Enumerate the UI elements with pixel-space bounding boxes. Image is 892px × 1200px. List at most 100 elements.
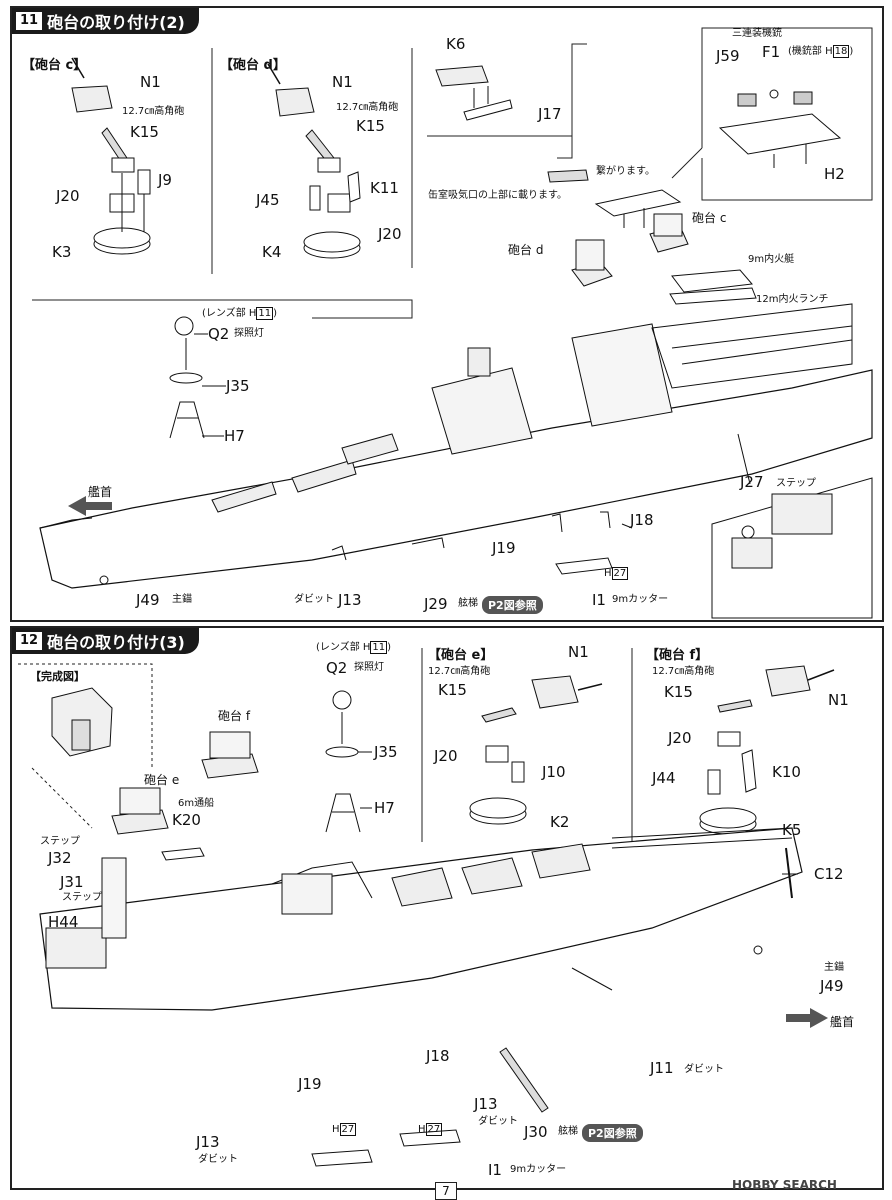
funnel-note: 缶室吸気口の上部に載ります。 xyxy=(428,190,567,201)
q2-desc: 探照灯 xyxy=(234,328,264,339)
step-number: 12 xyxy=(16,632,43,650)
group-c-label: 【砲台 c】 xyxy=(22,58,87,73)
j29-desc: 舷梯 xyxy=(458,598,478,609)
mount-d-label: 砲台 d xyxy=(508,243,544,257)
anchor-desc: 主錨 xyxy=(824,962,844,973)
page-number: 7 xyxy=(435,1182,457,1200)
part-j35: J35 xyxy=(226,377,250,395)
part-j18: J18 xyxy=(630,511,654,529)
part-j27: J27 xyxy=(740,473,764,491)
part-h7: H7 xyxy=(224,427,245,445)
part-q2-12: Q2 xyxy=(326,659,348,677)
step-12-panel: 12 砲台の取り付け(3) xyxy=(10,626,884,1190)
part-j29: J29 xyxy=(424,595,448,613)
part-n1-e: N1 xyxy=(568,643,589,661)
part-j59: J59 xyxy=(716,47,740,65)
part-n1-d: N1 xyxy=(332,73,353,91)
part-k15-e: K15 xyxy=(438,681,467,699)
part-h7-12: H7 xyxy=(374,799,395,817)
part-k11-d: K11 xyxy=(370,179,399,197)
part-i1: I1 xyxy=(592,591,606,609)
step-11-header: 11 砲台の取り付け(2) xyxy=(12,8,199,34)
group-d-label: 【砲台 d】 xyxy=(220,58,286,73)
step-label-2: ステップ xyxy=(62,892,102,903)
step-11-panel: 11 砲台の取り付け(2) xyxy=(10,6,884,622)
gun-label-c: 12.7㎝高角砲 xyxy=(122,106,185,117)
part-h44: H44 xyxy=(48,913,79,931)
step-title: 砲台の取り付け(3) xyxy=(47,633,185,652)
j30-desc: 舷梯 xyxy=(558,1126,578,1137)
step-12-drawing xyxy=(18,648,835,1167)
j11-desc: ダビット xyxy=(684,1064,724,1075)
part-j20-e: J20 xyxy=(434,747,458,765)
part-j13-a: J13 xyxy=(474,1095,498,1113)
group-f-label: 【砲台 f】 xyxy=(646,648,709,663)
part-j32: J32 xyxy=(48,849,72,867)
j49-desc: 主錨 xyxy=(172,594,192,605)
j27-desc: ステップ xyxy=(776,478,816,489)
i1-desc: 9mカッター xyxy=(612,594,669,605)
part-n1-c: N1 xyxy=(140,73,161,91)
gun-label-e: 12.7㎝高角砲 xyxy=(428,666,491,677)
davit-label: ダビット xyxy=(294,594,334,605)
part-k5-f: K5 xyxy=(782,821,802,839)
p2-ref-badge-12: P2図参照 xyxy=(582,1124,643,1142)
p2-ref-badge: P2図参照 xyxy=(482,596,543,614)
part-k15-c: K15 xyxy=(130,123,159,141)
part-k15-f: K15 xyxy=(664,683,693,701)
part-h2: H2 xyxy=(824,165,845,183)
part-j49-12: J49 xyxy=(820,977,844,995)
part-j13-b: J13 xyxy=(196,1133,220,1151)
watermark: HOBBY SEARCH xyxy=(732,1178,837,1192)
part-j19: J19 xyxy=(492,539,516,557)
mount-c-label: 砲台 c xyxy=(692,211,727,225)
part-j45-d: J45 xyxy=(256,191,280,209)
part-j19-12: J19 xyxy=(298,1075,322,1093)
mount-e-label: 砲台 e xyxy=(144,773,180,787)
part-k4-d: K4 xyxy=(262,243,282,261)
part-j20-d: J20 xyxy=(378,225,402,243)
part-n1-f: N1 xyxy=(828,691,849,709)
group-e-label: 【砲台 e】 xyxy=(428,648,494,663)
part-k20: K20 xyxy=(172,811,201,829)
boat-6m-label: 6m通船 xyxy=(178,798,215,809)
part-q2: Q2 xyxy=(208,325,230,343)
part-k2-e: K2 xyxy=(550,813,570,831)
part-j49: J49 xyxy=(136,591,160,609)
connect-note: 繋がります。 xyxy=(596,166,655,177)
part-j10-e: J10 xyxy=(542,763,566,781)
part-j30: J30 xyxy=(524,1123,548,1141)
launch-9m-label: 9m内火艇 xyxy=(748,254,795,265)
part-j9-c: J9 xyxy=(158,171,172,189)
part-j13: J13 xyxy=(338,591,362,609)
part-c12: C12 xyxy=(814,865,844,883)
bow-label-12: 艦首 xyxy=(830,1015,855,1029)
part-j11: J11 xyxy=(650,1059,674,1077)
part-j18-12: J18 xyxy=(426,1047,450,1065)
j13b-desc: ダビット xyxy=(198,1154,238,1165)
mount-f-label: 砲台 f xyxy=(218,709,251,723)
part-k15-d: K15 xyxy=(356,117,385,135)
q2-desc-12: 探照灯 xyxy=(354,662,384,673)
step-11-drawing xyxy=(32,27,873,619)
part-k3-c: K3 xyxy=(52,243,72,261)
part-k10-f: K10 xyxy=(772,763,801,781)
part-j31: J31 xyxy=(60,873,84,891)
part-j20-c: J20 xyxy=(56,187,80,205)
part-i1-12: I1 xyxy=(488,1161,502,1179)
mg-title: 三連装機銃 xyxy=(732,28,782,39)
part-f1: F1 xyxy=(762,43,781,61)
part-j44-f: J44 xyxy=(652,769,676,787)
gun-label-f: 12.7㎝高角砲 xyxy=(652,666,715,677)
part-k6: K6 xyxy=(446,35,466,53)
gun-label-d: 12.7㎝高角砲 xyxy=(336,102,399,113)
part-j17: J17 xyxy=(538,105,562,123)
j13a-desc: ダビット xyxy=(478,1116,518,1127)
